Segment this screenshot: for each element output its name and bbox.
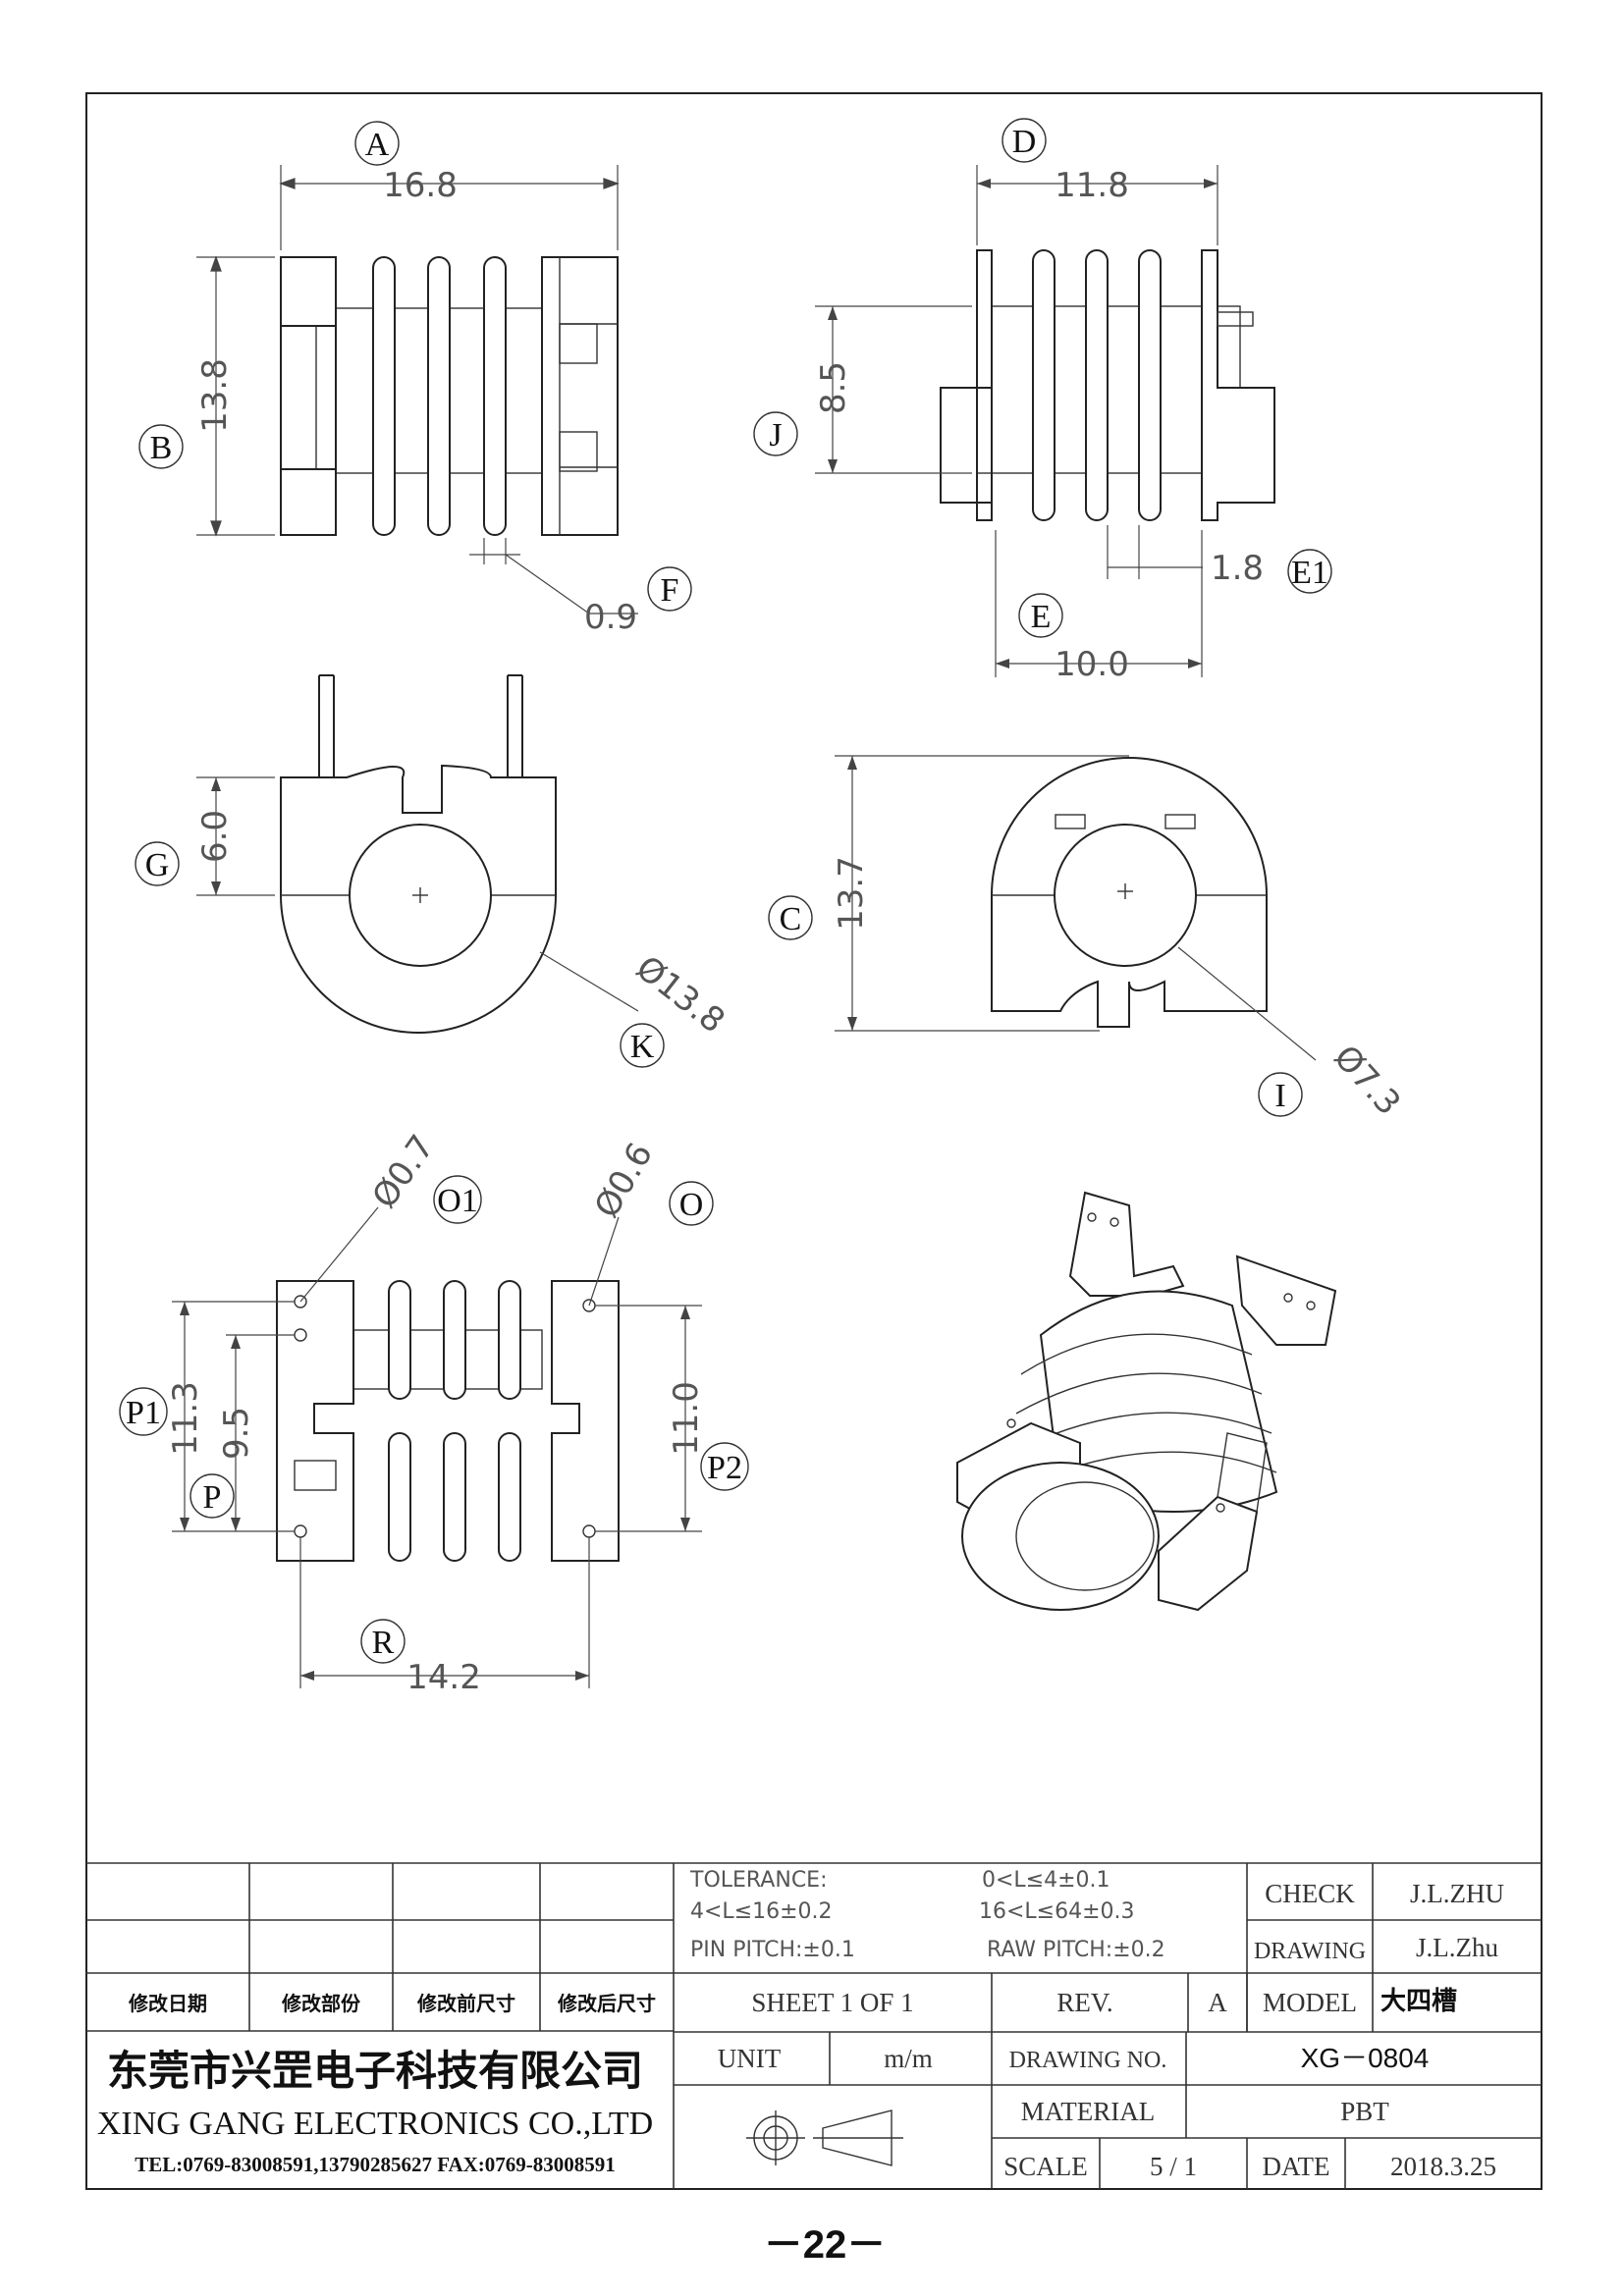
dim-F-value: 0.9	[584, 598, 637, 637]
dim-D-label: D	[1012, 124, 1037, 160]
dim-K-value: Ø13.8	[628, 948, 731, 1041]
pin-pitch: PIN PITCH:±0.1	[690, 1938, 855, 1962]
dim-C-label: C	[780, 901, 802, 937]
raw-pitch: RAW PITCH:±0.2	[987, 1938, 1165, 1962]
rev-header-before: 修改前尺寸	[416, 1992, 515, 2015]
dim-P-label: P	[203, 1479, 222, 1516]
label-bubble-K	[620, 1023, 665, 1068]
drawing-no-label: DRAWING NO.	[1009, 2048, 1167, 2073]
date-value: 2018.3.25	[1390, 2152, 1496, 2181]
drawing-value: J.L.Zhu	[1416, 1933, 1498, 1962]
label-bubble-F	[647, 566, 692, 612]
sheet-number: SHEET 1 OF 1	[751, 1988, 913, 2017]
scale-label: SCALE	[1003, 2152, 1088, 2181]
dim-P1-value: 11.3	[166, 1381, 205, 1456]
dim-O1-value: Ø0.7	[364, 1128, 442, 1215]
rev-header-after: 修改后尺寸	[557, 1992, 656, 2015]
dim-O1-label: O1	[437, 1183, 478, 1219]
unit-label: UNIT	[718, 2044, 782, 2073]
dim-G-label: G	[145, 847, 170, 883]
label-bubble-P	[189, 1473, 235, 1519]
date-label: DATE	[1263, 2152, 1330, 2181]
dim-D-value: 11.8	[1055, 166, 1129, 205]
label-bubble-R	[360, 1619, 406, 1664]
label-bubble-I	[1258, 1072, 1303, 1117]
label-bubble-A	[354, 121, 400, 166]
projection-symbol-icon	[746, 2109, 903, 2166]
rev-value: A	[1208, 1988, 1227, 2017]
label-bubble-P1	[119, 1387, 168, 1436]
drawing-no-value: XG－0804	[1301, 2043, 1430, 2073]
model-label: MODEL	[1263, 1988, 1357, 2017]
label-bubble-E	[1018, 593, 1063, 638]
drawing-label: DRAWING	[1254, 1939, 1366, 1964]
label-bubble-P2	[700, 1442, 749, 1491]
dim-P2-label: P2	[707, 1450, 742, 1486]
check-label: CHECK	[1265, 1879, 1355, 1908]
dim-A-label: A	[365, 127, 390, 163]
drawing-border	[85, 92, 1543, 2190]
isometric-view	[956, 1191, 1337, 1612]
label-bubble-O	[669, 1181, 714, 1226]
dim-J-value: 8.5	[814, 361, 853, 414]
dim-B-value: 13.8	[195, 358, 235, 433]
title-block-grid	[86, 1862, 1542, 2189]
dim-P-value: 9.5	[217, 1407, 256, 1460]
end-view	[196, 674, 639, 1034]
rev-header-date: 修改日期	[128, 1992, 207, 2015]
material-label: MATERIAL	[1021, 2097, 1156, 2126]
dim-R-label: R	[372, 1625, 395, 1661]
check-value: J.L.ZHU	[1410, 1879, 1504, 1908]
company-name-en: XING GANG ELECTRONICS CO.,LTD	[97, 2106, 653, 2142]
rev-label: REV.	[1056, 1988, 1112, 2017]
dim-O-value: Ø0.6	[587, 1136, 661, 1224]
label-bubble-G	[135, 841, 180, 886]
rev-header-part: 修改部份	[281, 1992, 361, 2015]
label-bubble-B	[138, 424, 184, 469]
dim-E-value: 10.0	[1055, 645, 1129, 684]
dim-C-value: 13.7	[832, 856, 871, 931]
dim-O-label: O	[679, 1187, 704, 1223]
material-value: PBT	[1340, 2097, 1389, 2126]
dim-P2-value: 11.0	[667, 1381, 706, 1456]
label-bubble-E1	[1287, 549, 1332, 594]
scale-value: 5 / 1	[1150, 2152, 1197, 2181]
bottom-view	[172, 1206, 702, 1688]
dim-E1-label: E1	[1291, 555, 1328, 591]
side-view	[815, 165, 1275, 677]
dim-E-label: E	[1031, 599, 1052, 635]
company-name-cn: 东莞市兴罡电子科技有限公司	[107, 2047, 643, 2095]
front-view	[196, 165, 638, 614]
company-tel: TEL:0769-83008591,13790285627 FAX:0769-8…	[135, 2153, 616, 2176]
label-bubble-C	[768, 895, 813, 940]
label-bubble-O1	[433, 1175, 482, 1224]
model-value: 大四槽	[1380, 1987, 1457, 2016]
rear-view	[835, 755, 1317, 1061]
dim-A-value: 16.8	[383, 166, 458, 205]
tolerance-range-3: 16<L≤64±0.3	[979, 1899, 1135, 1924]
label-bubble-J	[753, 411, 798, 456]
dim-I-label: I	[1274, 1078, 1285, 1114]
tolerance-label: TOLERANCE:	[689, 1868, 828, 1893]
dim-P1-label: P1	[126, 1395, 161, 1431]
unit-value: m/m	[884, 2044, 933, 2073]
dim-R-value: 14.2	[406, 1658, 481, 1697]
dim-F-label: F	[661, 572, 679, 609]
tolerance-range-1: 0<L≤4±0.1	[982, 1868, 1110, 1893]
page-number: －22－	[764, 2223, 887, 2267]
dim-G-value: 6.0	[195, 810, 235, 863]
dim-K-label: K	[630, 1029, 655, 1065]
dim-E1-value: 1.8	[1211, 549, 1264, 588]
dim-I-value: Ø7.3	[1326, 1038, 1408, 1123]
tolerance-range-2: 4<L≤16±0.2	[690, 1899, 833, 1924]
label-bubble-D	[1001, 118, 1047, 163]
dim-B-label: B	[150, 430, 173, 466]
dim-J-label: J	[769, 417, 782, 454]
